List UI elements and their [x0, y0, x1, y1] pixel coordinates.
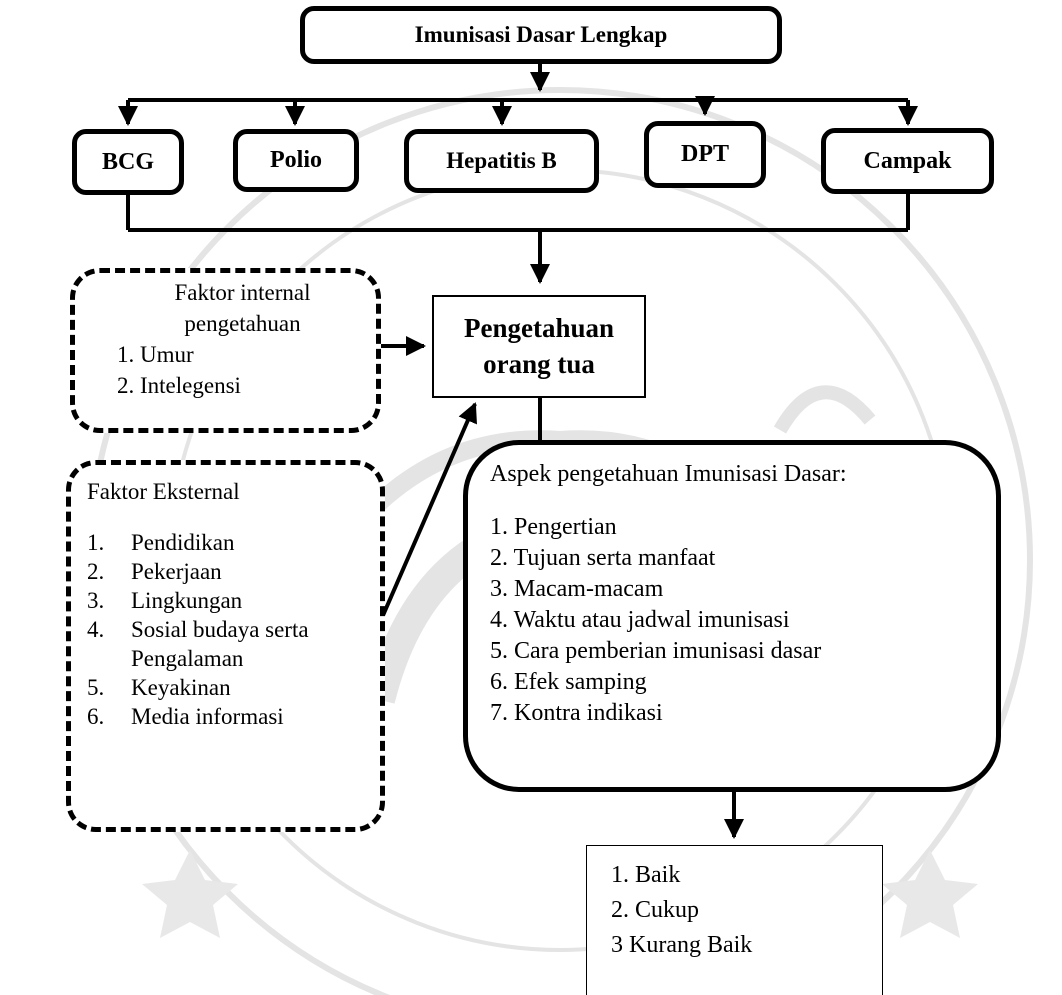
result-item: 1. Baik [611, 862, 681, 888]
external-factor-item: 6. Media informasi [87, 702, 370, 731]
external-factor-text: Pengalaman [131, 646, 244, 671]
external-factor-text: Pendidikan [131, 530, 235, 555]
external-factor-number: 4. [87, 617, 105, 642]
title-box: Imunisasi Dasar Lengkap [300, 6, 782, 64]
vaccine-label: BCG [101, 148, 154, 175]
external-factor-item: Pengalaman [87, 644, 370, 673]
aspects-heading: Aspek pengetahuan Imunisasi Dasar: [490, 461, 847, 487]
vaccine-box-polio: Polio [233, 129, 359, 192]
aspects-box: Aspek pengetahuan Imunisasi Dasar: 1. Pe… [463, 440, 1001, 792]
external-factor-item: 1. Pendidikan [87, 528, 370, 557]
external-factor-number: 6. [87, 704, 105, 729]
internal-factor-item: 1. Umur [117, 342, 194, 367]
external-factor-number: 3. [87, 588, 105, 613]
external-factor-text: Media informasi [131, 704, 284, 729]
result-box: 1. Baik 2. Cukup 3 Kurang Baik [586, 845, 883, 995]
external-factor-number: 5. [87, 675, 105, 700]
external-factor-item: 5. Keyakinan [87, 673, 370, 702]
vaccine-label: Hepatitis B [446, 148, 557, 173]
internal-factor-heading-2: pengetahuan [184, 311, 301, 336]
vaccine-label: Campak [863, 147, 952, 174]
external-factor-text: Keyakinan [131, 675, 231, 700]
aspect-item: 7. Kontra indikasi [490, 700, 663, 726]
vaccine-box-campak: Campak [821, 128, 994, 194]
aspect-item: 1. Pengertian [490, 514, 617, 540]
aspect-item: 4. Waktu atau jadwal imunisasi [490, 607, 790, 633]
external-factor-text: Pekerjaan [131, 559, 222, 584]
external-factor-heading: Faktor Eksternal [87, 479, 240, 504]
external-factor-item: 4. Sosial budaya serta [87, 615, 370, 644]
aspect-item: 3. Macam-macam [490, 576, 664, 602]
internal-factor-box: Faktor internal pengetahuan 1. Umur 2. I… [70, 268, 381, 433]
external-factor-number: 2. [87, 559, 105, 584]
vaccine-label: DPT [681, 141, 729, 167]
vaccine-box-hepatitis-b: Hepatitis B [404, 129, 599, 193]
internal-factor-heading: Faktor internal [174, 280, 311, 305]
vaccine-label: Polio [270, 147, 322, 173]
vaccine-box-bcg: BCG [72, 129, 184, 195]
external-factor-box: Faktor Eksternal 1. Pendidikan 2. Pekerjaan… [66, 460, 385, 832]
aspect-item: 2. Tujuan serta manfaat [490, 545, 716, 571]
external-factor-item: 2. Pekerjaan [87, 557, 370, 586]
external-factor-number: 1. [87, 530, 105, 555]
external-factor-number [87, 644, 131, 673]
parent-knowledge-box: Pengetahuan orang tua [432, 295, 646, 398]
external-factor-text: Lingkungan [131, 588, 243, 613]
parent-knowledge-label: Pengetahuan orang tua [463, 313, 615, 379]
aspect-item: 5. Cara pemberian imunisasi dasar [490, 638, 822, 664]
title-text: Imunisasi Dasar Lengkap [414, 22, 668, 47]
external-factor-text: Sosial budaya serta [131, 617, 309, 642]
internal-factor-item: 2. Intelegensi [117, 373, 241, 398]
vaccine-box-dpt: DPT [644, 121, 766, 188]
result-item: 2. Cukup [611, 897, 700, 923]
external-factor-list: 1. Pendidikan 2. Pekerjaan 3. Lingkungan 4. Sos… [87, 528, 370, 731]
result-item: 3 Kurang Baik [611, 932, 753, 958]
aspect-item: 6. Efek samping [490, 669, 647, 695]
external-factor-item: 3. Lingkungan [87, 586, 370, 615]
